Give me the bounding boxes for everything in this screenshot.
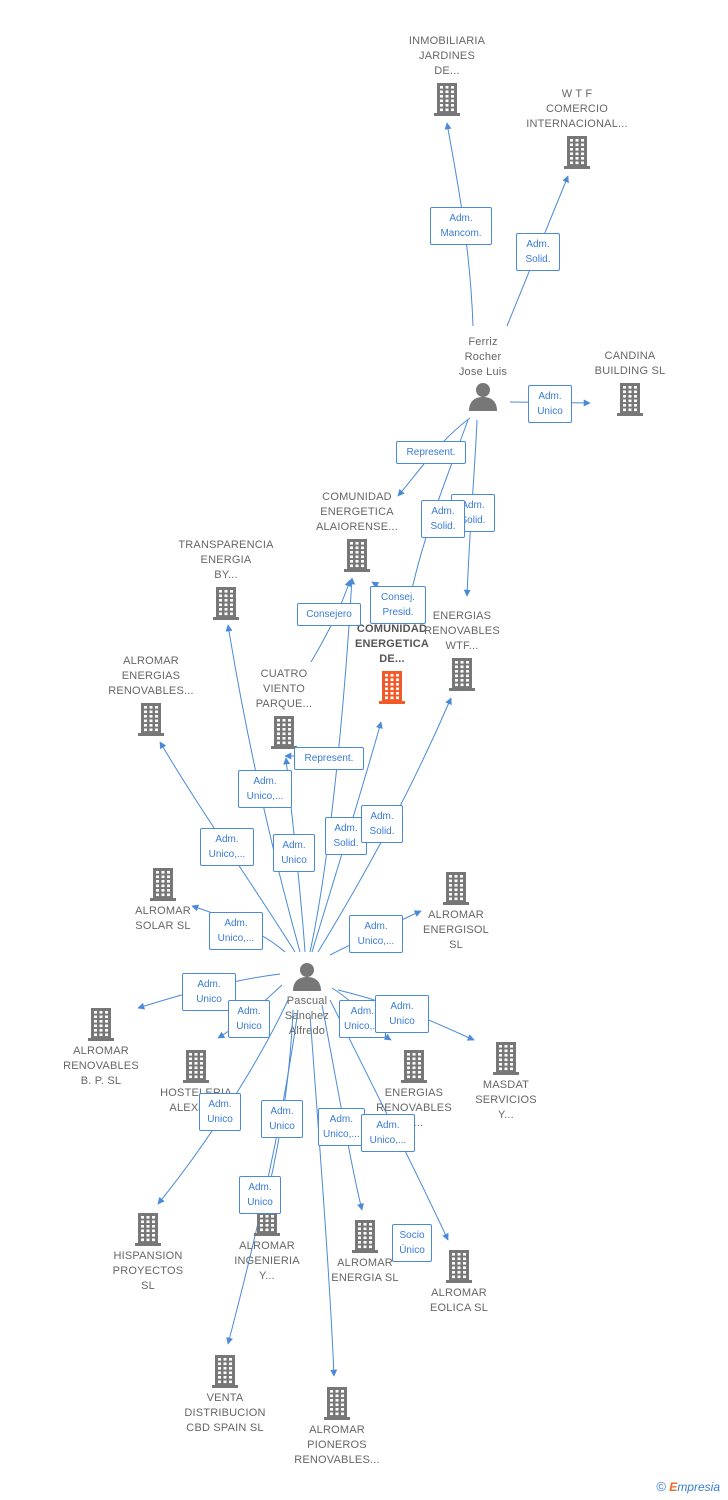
- building-icon: [271, 716, 297, 749]
- node-alromar-pioneros[interactable]: ALROMAR PIONEROS RENOVABLES...: [272, 1385, 402, 1468]
- building-icon: [443, 872, 469, 905]
- building-icon: [446, 1250, 472, 1283]
- edge-label-e18[interactable]: Adm. Unico: [182, 973, 236, 1011]
- edge-label-e3[interactable]: Adm. Unico: [528, 385, 572, 423]
- node-label: INMOBILIARIA JARDINES DE...: [408, 35, 486, 77]
- node-alromar-energia[interactable]: ALROMAR ENERGIA SL: [300, 1218, 430, 1286]
- edge-label-e19[interactable]: Adm. Unico: [228, 1000, 270, 1038]
- node-inmobiliaria[interactable]: INMOBILIARIA JARDINES DE...: [382, 34, 512, 117]
- edge-label-e22[interactable]: Adm. Unico: [199, 1093, 241, 1131]
- edge-e10: [225, 624, 301, 953]
- node-label: Ferriz Rocher Jose Luis: [458, 336, 508, 378]
- building-icon: [135, 1213, 161, 1246]
- edge-label-e21[interactable]: Adm. Unico: [375, 995, 429, 1033]
- person-icon: [469, 383, 497, 411]
- edge-label-e8[interactable]: Consej. Presid.: [370, 586, 426, 624]
- building-icon: [493, 1042, 519, 1075]
- edge-e13: [309, 577, 356, 953]
- edge-label-e11[interactable]: Adm. Unico,...: [200, 828, 254, 866]
- edge-label-e12[interactable]: Adm. Unico: [273, 834, 315, 872]
- edge-label-e26[interactable]: Adm. Unico,...: [361, 1114, 415, 1152]
- node-comunidad-alaiorense[interactable]: COMUNIDAD ENERGETICA ALAIORENSE...: [292, 490, 422, 573]
- person-icon: [293, 963, 321, 991]
- edge-label-e9[interactable]: Represent.: [294, 747, 364, 770]
- node-label: W T F COMERCIO INTERNACIONAL...: [526, 88, 628, 130]
- node-label: ALROMAR EOLICA SL: [429, 1287, 489, 1314]
- node-transparencia[interactable]: TRANSPARENCIA ENERGIA BY...: [161, 538, 291, 621]
- building-icon: [401, 1050, 427, 1083]
- edge-label-e25[interactable]: Adm. Unico: [239, 1176, 281, 1214]
- edge-label-e1[interactable]: Adm. Mancom.: [430, 207, 492, 245]
- building-icon: [183, 1050, 209, 1083]
- building-icon: [324, 1387, 350, 1420]
- building-icon: [617, 383, 643, 416]
- edge-label-e2[interactable]: Adm. Solid.: [516, 233, 560, 271]
- node-label: HISPANSION PROYECTOS SL: [112, 1250, 184, 1292]
- node-label: CUATRO VIENTO PARQUE...: [255, 668, 313, 710]
- node-label: ALROMAR ENERGISOL SL: [423, 909, 489, 951]
- node-energias-wtf[interactable]: ENERGIAS RENOVABLES WTF...: [397, 609, 527, 692]
- node-label: TRANSPARENCIA ENERGIA BY...: [178, 539, 274, 581]
- node-label: ALROMAR ENERGIAS RENOVABLES...: [108, 655, 194, 697]
- building-icon: [352, 1220, 378, 1253]
- node-pascual[interactable]: Pascual Sanchez Alfredo: [242, 962, 372, 1039]
- building-icon: [88, 1008, 114, 1041]
- edge-label-e23[interactable]: Adm. Unico: [261, 1100, 303, 1138]
- node-venta[interactable]: VENTA DISTRIBUCION CBD SPAIN SL: [160, 1353, 290, 1436]
- node-label: Pascual Sanchez Alfredo: [284, 995, 330, 1037]
- node-label: COMUNIDAD ENERGETICA DE...: [354, 623, 430, 665]
- building-icon: [449, 658, 475, 691]
- building-icon: [434, 83, 460, 116]
- node-alromar-bp[interactable]: ALROMAR RENOVABLES B. P. SL: [36, 1006, 166, 1089]
- node-alromar-energias[interactable]: ALROMAR ENERGIAS RENOVABLES...: [86, 654, 216, 737]
- node-label: ALROMAR ENERGIA SL: [331, 1257, 399, 1284]
- node-label: COMUNIDAD ENERGETICA ALAIORENSE...: [315, 491, 399, 533]
- node-label: ENERGIAS RENOVABLES WTF...: [424, 610, 500, 652]
- empresia-watermark: © Empresia: [656, 1479, 720, 1494]
- edge-label-e24[interactable]: Adm. Unico,...: [318, 1108, 365, 1146]
- node-wtf-comercio[interactable]: W T F COMERCIO INTERNACIONAL...: [512, 87, 642, 170]
- node-label: ALROMAR RENOVABLES B. P. SL: [63, 1045, 139, 1087]
- node-label: CANDINA BUILDING SL: [594, 350, 666, 377]
- node-label: HOSTELERIA ALEXJO...: [160, 1087, 232, 1114]
- edge-label-e14[interactable]: Adm. Solid.: [361, 805, 403, 843]
- node-hosteleria[interactable]: HOSTELERIA ALEXJO...: [131, 1048, 261, 1116]
- node-candina[interactable]: CANDINA BUILDING SL: [565, 349, 695, 417]
- building-icon: [212, 1355, 238, 1388]
- edge-label-e17[interactable]: Adm. Unico,...: [349, 915, 403, 953]
- node-alromar-solar[interactable]: ALROMAR SOLAR SL: [98, 866, 228, 934]
- node-alromar-energisol[interactable]: ALROMAR ENERGISOL SL: [391, 870, 521, 953]
- node-cuatro-viento[interactable]: CUATRO VIENTO PARQUE...: [219, 667, 349, 750]
- edge-label-e4[interactable]: Represent.: [396, 441, 466, 464]
- node-comunidad-de[interactable]: COMUNIDAD ENERGETICA DE...: [327, 622, 457, 705]
- node-label: ALROMAR INGENIERIA Y...: [234, 1240, 300, 1282]
- node-alromar-eolica[interactable]: ALROMAR EOLICA SL: [394, 1248, 524, 1316]
- edge-e27: [309, 1014, 338, 1377]
- node-ferriz[interactable]: Ferriz Rocher Jose Luis: [418, 335, 548, 412]
- building-icon: [379, 671, 405, 704]
- node-hispansion[interactable]: HISPANSION PROYECTOS SL: [83, 1211, 213, 1294]
- building-icon: [150, 868, 176, 901]
- edge-label-e10[interactable]: Adm. Unico,...: [238, 770, 292, 808]
- node-label: VENTA DISTRIBUCION CBD SPAIN SL: [184, 1392, 266, 1434]
- building-icon: [213, 587, 239, 620]
- building-icon: [138, 703, 164, 736]
- edge-label-e13[interactable]: Adm. Solid.: [325, 817, 367, 855]
- node-label: ALROMAR PIONEROS RENOVABLES...: [294, 1424, 380, 1466]
- node-masdat[interactable]: MASDAT SERVICIOS Y...: [441, 1040, 571, 1123]
- node-label: MASDAT SERVICIOS Y...: [475, 1079, 537, 1121]
- edge-label-e6[interactable]: Adm. Solid.: [421, 500, 465, 538]
- edge-label-e7[interactable]: Consejero: [297, 603, 361, 626]
- building-icon: [564, 136, 590, 169]
- edge-label-e27[interactable]: Socio Único: [392, 1224, 432, 1262]
- node-label: ALROMAR SOLAR SL: [135, 905, 191, 932]
- building-icon: [344, 539, 370, 572]
- edge-label-e16[interactable]: Adm. Unico,...: [209, 912, 263, 950]
